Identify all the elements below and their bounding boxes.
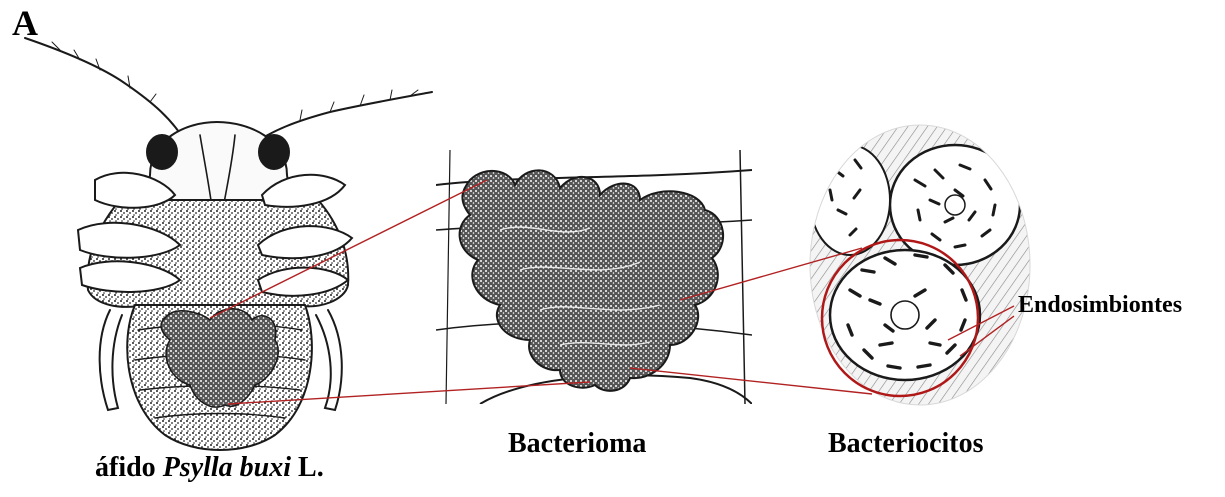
label-insect: áfido Psylla buxi L.: [95, 452, 324, 484]
right-eye: [259, 135, 289, 169]
bacterioma-panel: [436, 150, 752, 404]
label-bacteriocitos: Bacteriocitos: [828, 428, 984, 460]
label-endosimbiontes: Endosimbiontes: [1018, 292, 1182, 319]
bacteriocitos-panel: [810, 125, 1030, 405]
upper-left-bacteriocyte: [810, 145, 890, 255]
insect-authority: L.: [298, 452, 324, 483]
left-antenna: [25, 38, 190, 150]
insect-drawing: [25, 38, 432, 450]
antenna-hairs: [52, 42, 418, 120]
insect-common-name: áfido: [95, 452, 156, 483]
insect-scientific-name: Psylla buxi: [163, 452, 291, 483]
label-bacterioma: Bacterioma: [508, 428, 646, 460]
left-eye: [147, 135, 177, 169]
